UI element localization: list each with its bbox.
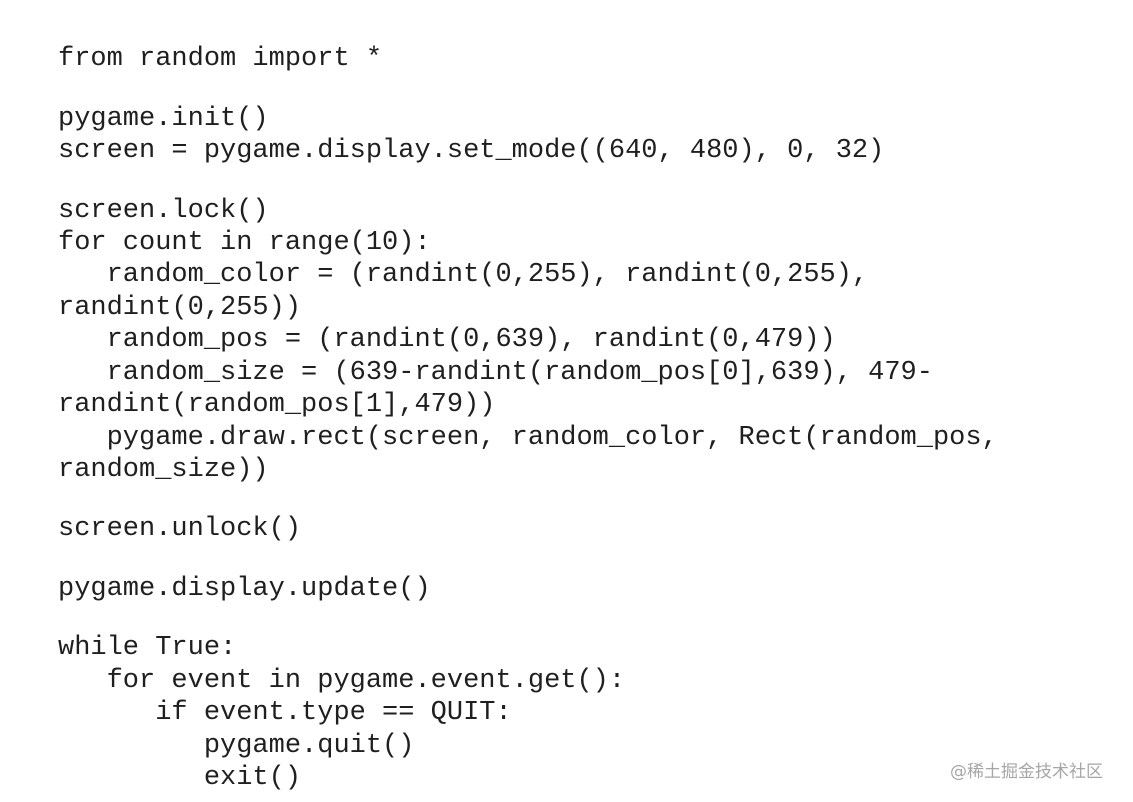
- code-line: random_size)): [58, 455, 269, 485]
- code-line: exit(): [58, 763, 302, 793]
- watermark: @稀土掘金技术社区: [950, 762, 1103, 782]
- code-line: for count in range(10):: [58, 228, 431, 258]
- code-line: screen.unlock(): [58, 514, 302, 544]
- code-line: if event.type == QUIT:: [58, 698, 512, 728]
- code-line: pygame.display.update(): [58, 574, 431, 604]
- code-line: pygame.quit(): [58, 731, 415, 761]
- code-line: while True:: [58, 633, 237, 663]
- code-line: random_size = (639-randint(random_pos[0]…: [58, 358, 933, 388]
- code-line: for event in pygame.event.get():: [58, 666, 626, 696]
- code-line: pygame.draw.rect(screen, random_color, R…: [58, 423, 998, 453]
- code-line: from random import *: [58, 44, 383, 74]
- code-line: random_color = (randint(0,255), randint(…: [58, 260, 869, 290]
- code-line: screen.lock(): [58, 196, 269, 226]
- code-line: random_pos = (randint(0,639), randint(0,…: [58, 325, 836, 355]
- code-line: randint(0,255)): [58, 293, 302, 323]
- code-line: screen = pygame.display.set_mode((640, 4…: [58, 136, 885, 166]
- code-line: pygame.init(): [58, 104, 269, 134]
- code-line: randint(random_pos[1],479)): [58, 390, 496, 420]
